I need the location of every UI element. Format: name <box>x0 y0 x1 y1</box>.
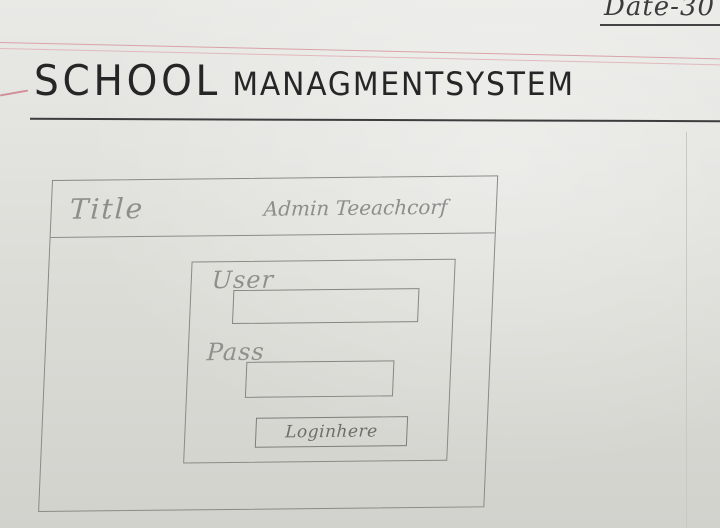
date-note: Date-30 <box>604 0 716 22</box>
date-underline <box>600 24 720 26</box>
page-title-rest: MANAGMENTSYSTEM <box>221 65 575 103</box>
login-button[interactable]: Loginhere <box>254 416 409 448</box>
user-input[interactable] <box>231 288 420 325</box>
app-window: Title Admin Teeachcorf User Pass Loginhe… <box>38 175 499 512</box>
nav-links[interactable]: Admin Teeachcorf <box>263 194 448 221</box>
page-title: SCHOOL MANAGMENTSYSTEM <box>34 56 575 105</box>
page-edge-line <box>686 132 687 528</box>
nav-title: Title <box>69 192 145 226</box>
login-panel: User Pass Loginhere <box>183 258 456 464</box>
margin-dash <box>0 89 28 97</box>
page-title-main: SCHOOL <box>34 56 222 105</box>
title-underline <box>29 117 720 123</box>
nav-bar: Title Admin Teeachcorf <box>50 176 498 238</box>
pass-input[interactable] <box>244 360 395 398</box>
